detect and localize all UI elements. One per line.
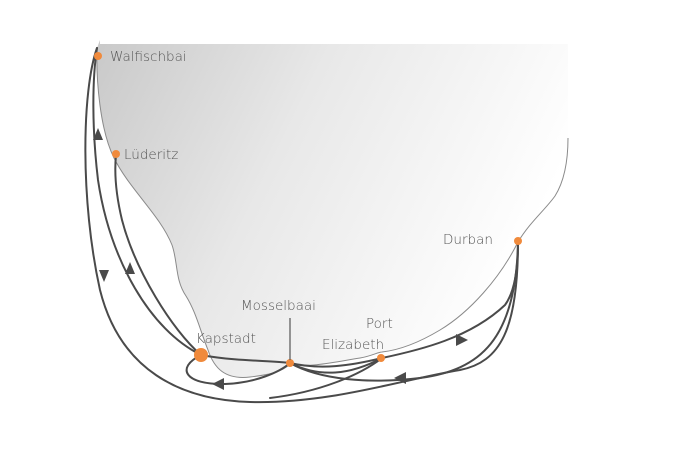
- port-dot-mosselbaai[interactable]: [286, 359, 294, 367]
- arrow-up-west-1: [93, 128, 103, 140]
- route-kapstadt-mosselbaai: [185, 354, 291, 386]
- arrow-down-west: [99, 270, 109, 282]
- port-dot-kapstadt[interactable]: [194, 348, 208, 362]
- arrow-left-east: [394, 372, 406, 384]
- port-dot-luderitz[interactable]: [112, 150, 120, 158]
- label-durban[interactable]: Durban: [443, 232, 493, 248]
- label-mosselbaai[interactable]: Mosselbaai: [241, 298, 316, 314]
- port-labels: Walfischbai Lüderitz Kapstadt Mosselbaai…: [110, 49, 493, 353]
- port-dot-walfischbai[interactable]: [94, 52, 102, 60]
- port-dot-port-elizabeth[interactable]: [377, 354, 385, 362]
- route-pe-west: [269, 357, 383, 399]
- route-pe-durban: [381, 241, 519, 359]
- route-mosselbaai-durban: [289, 241, 519, 382]
- route-kapstadt-walfischbai: [92, 47, 202, 356]
- route-arrows: [93, 128, 468, 390]
- route-mosselbaai-pe-cross: [289, 357, 383, 374]
- label-port-elizabeth-line2[interactable]: Elizabeth: [322, 337, 384, 353]
- arrow-left-south: [212, 378, 224, 390]
- label-kapstadt[interactable]: Kapstadt: [196, 331, 256, 347]
- arrow-up-west-2: [125, 262, 135, 274]
- port-dot-durban[interactable]: [514, 237, 522, 245]
- land-mass: [96, 40, 568, 378]
- arrow-right-east: [456, 334, 468, 346]
- label-luderitz[interactable]: Lüderitz: [124, 147, 178, 163]
- route-kapstadt-luderitz: [114, 154, 202, 356]
- label-walfischbai[interactable]: Walfischbai: [110, 49, 187, 65]
- label-port-elizabeth-line1[interactable]: Port: [366, 316, 393, 332]
- route-outer: [84, 47, 519, 404]
- port-markers: [94, 52, 522, 367]
